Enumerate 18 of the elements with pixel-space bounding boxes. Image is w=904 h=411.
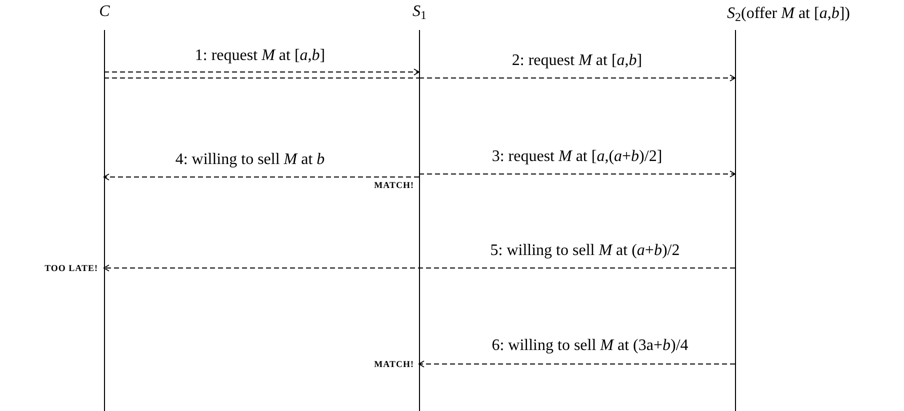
edge-label: 6: willing to sell M at (3a+b)/4 bbox=[490, 336, 690, 356]
dashed-arrow bbox=[104, 68, 420, 76]
status-note: MATCH! bbox=[374, 358, 414, 371]
dashed-arrow bbox=[418, 74, 736, 82]
lifeline-label: S$_{1}$ bbox=[412, 2, 426, 22]
status-note: MATCH! bbox=[374, 179, 414, 192]
dashed-arrow bbox=[104, 174, 420, 180]
lifeline bbox=[98, 2, 111, 411]
lifeline-label: C bbox=[99, 2, 110, 22]
edge-label: 5: willing to sell M at (a+b)/2 bbox=[488, 241, 682, 261]
lifeline-label: S$_{2}$(offer M at [a,b]) bbox=[727, 5, 850, 22]
dashed-arrow bbox=[104, 264, 736, 272]
dashed-arrow bbox=[418, 170, 736, 178]
edge-label: 4: willing to sell M at b bbox=[173, 150, 327, 170]
lifeline bbox=[413, 2, 426, 411]
status-note: TOO LATE! bbox=[44, 262, 98, 275]
dashed-arrow bbox=[418, 360, 736, 368]
edge-label: 3: request M at [a,(a+b)/2] bbox=[490, 147, 664, 167]
